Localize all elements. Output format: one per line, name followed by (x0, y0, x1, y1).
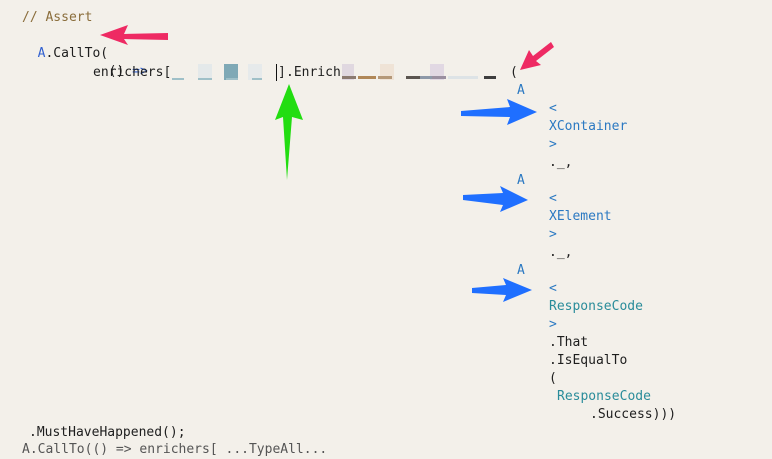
lt-3: < (549, 281, 557, 296)
generic-a-1: A (517, 83, 525, 98)
enrichers-text: enrichers[ (93, 65, 172, 80)
gt-2: > (549, 227, 557, 242)
red-arrow-icon (100, 25, 168, 45)
lt-1: < (549, 101, 557, 116)
lt-2: < (549, 191, 557, 206)
isequalto-method: .IsEqualTo (549, 353, 628, 368)
callto-line: A.CallTo( (22, 27, 108, 63)
wildcard-1: ._, (549, 155, 573, 170)
cut-off-line: A.CallTo(() => enrichers[ ...TypeAll... (22, 442, 328, 457)
wildcard-2: ._, (549, 245, 573, 260)
enrich-method: .Enrich (286, 65, 341, 80)
generic-a-3: A (517, 263, 525, 278)
lambda-arrow: => (132, 64, 148, 79)
blue-arrow-icon (472, 278, 532, 302)
lambda-parens: () (108, 64, 133, 79)
responsecode-type: ResponseCode (549, 299, 643, 314)
xelement-type: XElement (549, 209, 612, 224)
blue-arrow-icon (463, 186, 528, 212)
open-paren: ( (510, 65, 518, 80)
success-member: .Success))) (590, 407, 677, 422)
musthavehappened-call: .MustHaveHappened(); (29, 425, 186, 440)
generic-a-2: A (517, 173, 525, 188)
a-identifier: A (37, 46, 46, 61)
that-property: .That (549, 335, 589, 350)
xcontainer-type: XContainer (549, 119, 628, 134)
green-arrow-icon (275, 84, 303, 180)
close-bracket: ] (278, 65, 286, 80)
gt-1: > (549, 137, 557, 152)
lambda-line: () => (93, 45, 148, 81)
text-cursor (276, 64, 277, 81)
responsecode-enum: ResponseCode (557, 389, 651, 404)
assert-comment: // Assert (22, 10, 93, 25)
blue-arrow-icon (461, 99, 537, 125)
red-arrow-icon (520, 42, 554, 70)
paren-3: ( (549, 371, 557, 386)
gt-3: > (549, 317, 557, 332)
callto-method: .CallTo( (45, 46, 109, 61)
